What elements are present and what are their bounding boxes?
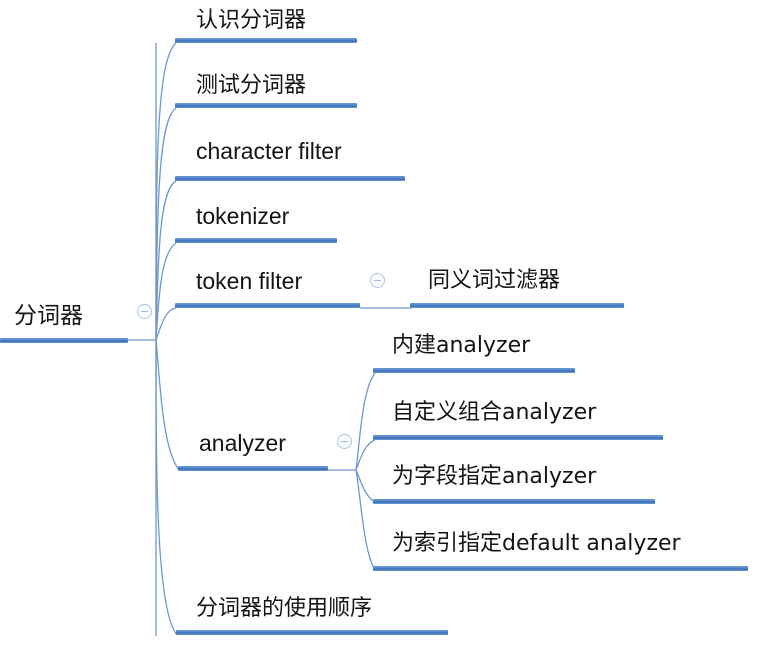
branch-underline-bar-5 (175, 303, 360, 308)
analyzer-child-label-1: 内建analyzer (392, 333, 531, 358)
analyzer-child-label-4: 为索引指定default analyzer (392, 531, 681, 556)
branch-label-1: 认识分词器 (196, 8, 307, 33)
analyzer-child-label-2: 自定义组合analyzer (392, 400, 597, 425)
analyzer-child-underline-bar-2 (373, 435, 663, 440)
branch-label-6: analyzer (199, 430, 286, 456)
branch-underline-bar-1 (175, 38, 357, 43)
branch-label-5: token filter (196, 268, 303, 294)
branch-label-2: 测试分词器 (196, 73, 307, 98)
token-filter-child-underline-bar-1 (410, 303, 624, 308)
root-collapse-minus-icon[interactable] (137, 304, 152, 319)
token-filter-child-label-1: 同义词过滤器 (428, 268, 561, 293)
analyzer-child-underline-bar-4 (373, 566, 748, 571)
branch-underline-bar-2 (175, 103, 357, 108)
root-underline-bar (0, 338, 128, 343)
analyzer-collapse-minus-icon[interactable] (337, 434, 352, 449)
branch-underline-bar-6 (178, 466, 328, 471)
token-filter-collapse-minus-icon[interactable] (370, 273, 385, 288)
branch-underline-bar-4 (175, 238, 337, 243)
branch-label-3: character filter (196, 138, 342, 164)
analyzer-child-label-3: 为字段指定analyzer (392, 464, 597, 489)
root-label: 分词器 (14, 303, 83, 329)
branch-underline-bar-3 (175, 176, 405, 181)
branch-underline-bar-7 (176, 630, 448, 635)
analyzer-child-underline-bar-3 (373, 499, 655, 504)
branch-label-4: tokenizer (196, 203, 290, 229)
branch-label-7: 分词器的使用顺序 (196, 596, 373, 621)
analyzer-child-underline-bar-1 (373, 368, 575, 373)
